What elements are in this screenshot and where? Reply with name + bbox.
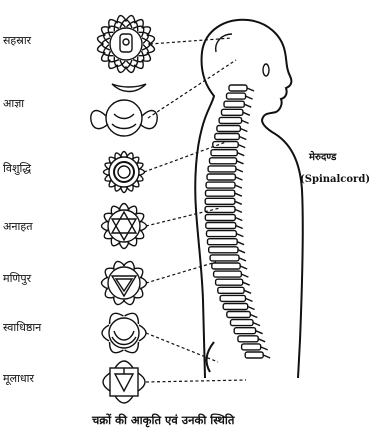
hexagram-lotus-icon — [102, 204, 147, 249]
two-petal-lotus-icon — [91, 100, 157, 136]
figure-caption: चक्रों की आकृति एवं उनकी स्थिति — [91, 413, 235, 428]
crescent-lotus-icon — [102, 313, 146, 352]
label-sahasrara: सहस्रार — [3, 34, 32, 47]
label-vishuddhi: विशुद्धि — [3, 162, 31, 175]
label-anahata: अनाहत — [3, 220, 33, 233]
spine-label: मेरुदण्ड — [308, 150, 337, 163]
label-svadhisthana: स्वाधिष्ठान — [3, 321, 42, 334]
label-ajna: आज्ञा — [3, 97, 24, 110]
downward-triangle-lotus-icon — [102, 261, 147, 304]
chakra-labels: सहस्रार आज्ञा विशुद्धि अनाहत मणिपुर स्वा… — [3, 34, 42, 386]
label-muladhara: मूलाधार — [3, 372, 34, 386]
spine-label-english: (Spinalcord) — [300, 174, 369, 185]
spinal-column — [205, 85, 270, 372]
square-triangle-lotus-icon — [103, 361, 145, 403]
label-manipura: मणिपुर — [3, 272, 32, 285]
lotus-thousand-petal-icon — [98, 16, 155, 92]
sixteen-petal-lotus-icon — [104, 152, 145, 193]
